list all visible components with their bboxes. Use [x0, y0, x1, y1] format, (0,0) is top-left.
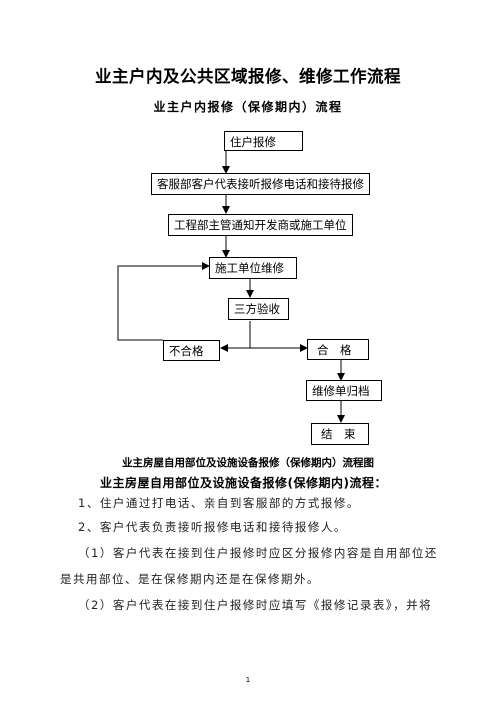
- node-failed: 不合格: [163, 340, 220, 361]
- flowchart-connectors: [117, 150, 345, 423]
- arrow-failed-loop-back: [117, 262, 210, 341]
- node-passed: 合 格: [307, 339, 369, 360]
- paragraph-3: （1）客户代表在接到住户报修时应区分报修内容是自用部位还: [78, 546, 438, 560]
- page-number: 1: [245, 676, 251, 684]
- flowchart-caption: 业主房屋自用部位及设施设备报修（保修期内）流程图: [122, 457, 374, 469]
- paragraph-5: （2）客户代表在接到住户报修时应填写《报修记录表》，并将: [78, 598, 433, 612]
- node-end: 结 束: [311, 423, 369, 445]
- paragraph-2: 2、客户代表负责接听报修电话和接待报修人。: [78, 520, 347, 534]
- section-heading: 业主房屋自用部位及设施设备报修(保修期内)流程：: [100, 476, 387, 490]
- node-cs-receive: 客服部客户代表接听报修电话和接待报修: [151, 173, 370, 195]
- paragraph-1: 1、住户通过打电话、亲自到客服部的方式报修。: [78, 496, 360, 510]
- paragraph-4: 是共用部位、是在保修期内还是在保修期外。: [60, 572, 320, 586]
- node-engineering-notify: 工程部主管通知开发商或施工单位: [168, 214, 353, 236]
- document-title: 业主户内及公共区域报修、维修工作流程: [95, 67, 401, 86]
- node-resident-report: 住户报修: [224, 131, 303, 151]
- node-archive: 维修单归档: [306, 380, 382, 401]
- arrow-acceptance-to-failed: [220, 321, 251, 352]
- flow-subtitle: 业主户内报修（保修期内）流程: [153, 100, 343, 114]
- node-contractor-repair: 施工单位维修: [209, 257, 297, 279]
- node-tripartite-acceptance: 三方验收: [228, 298, 289, 320]
